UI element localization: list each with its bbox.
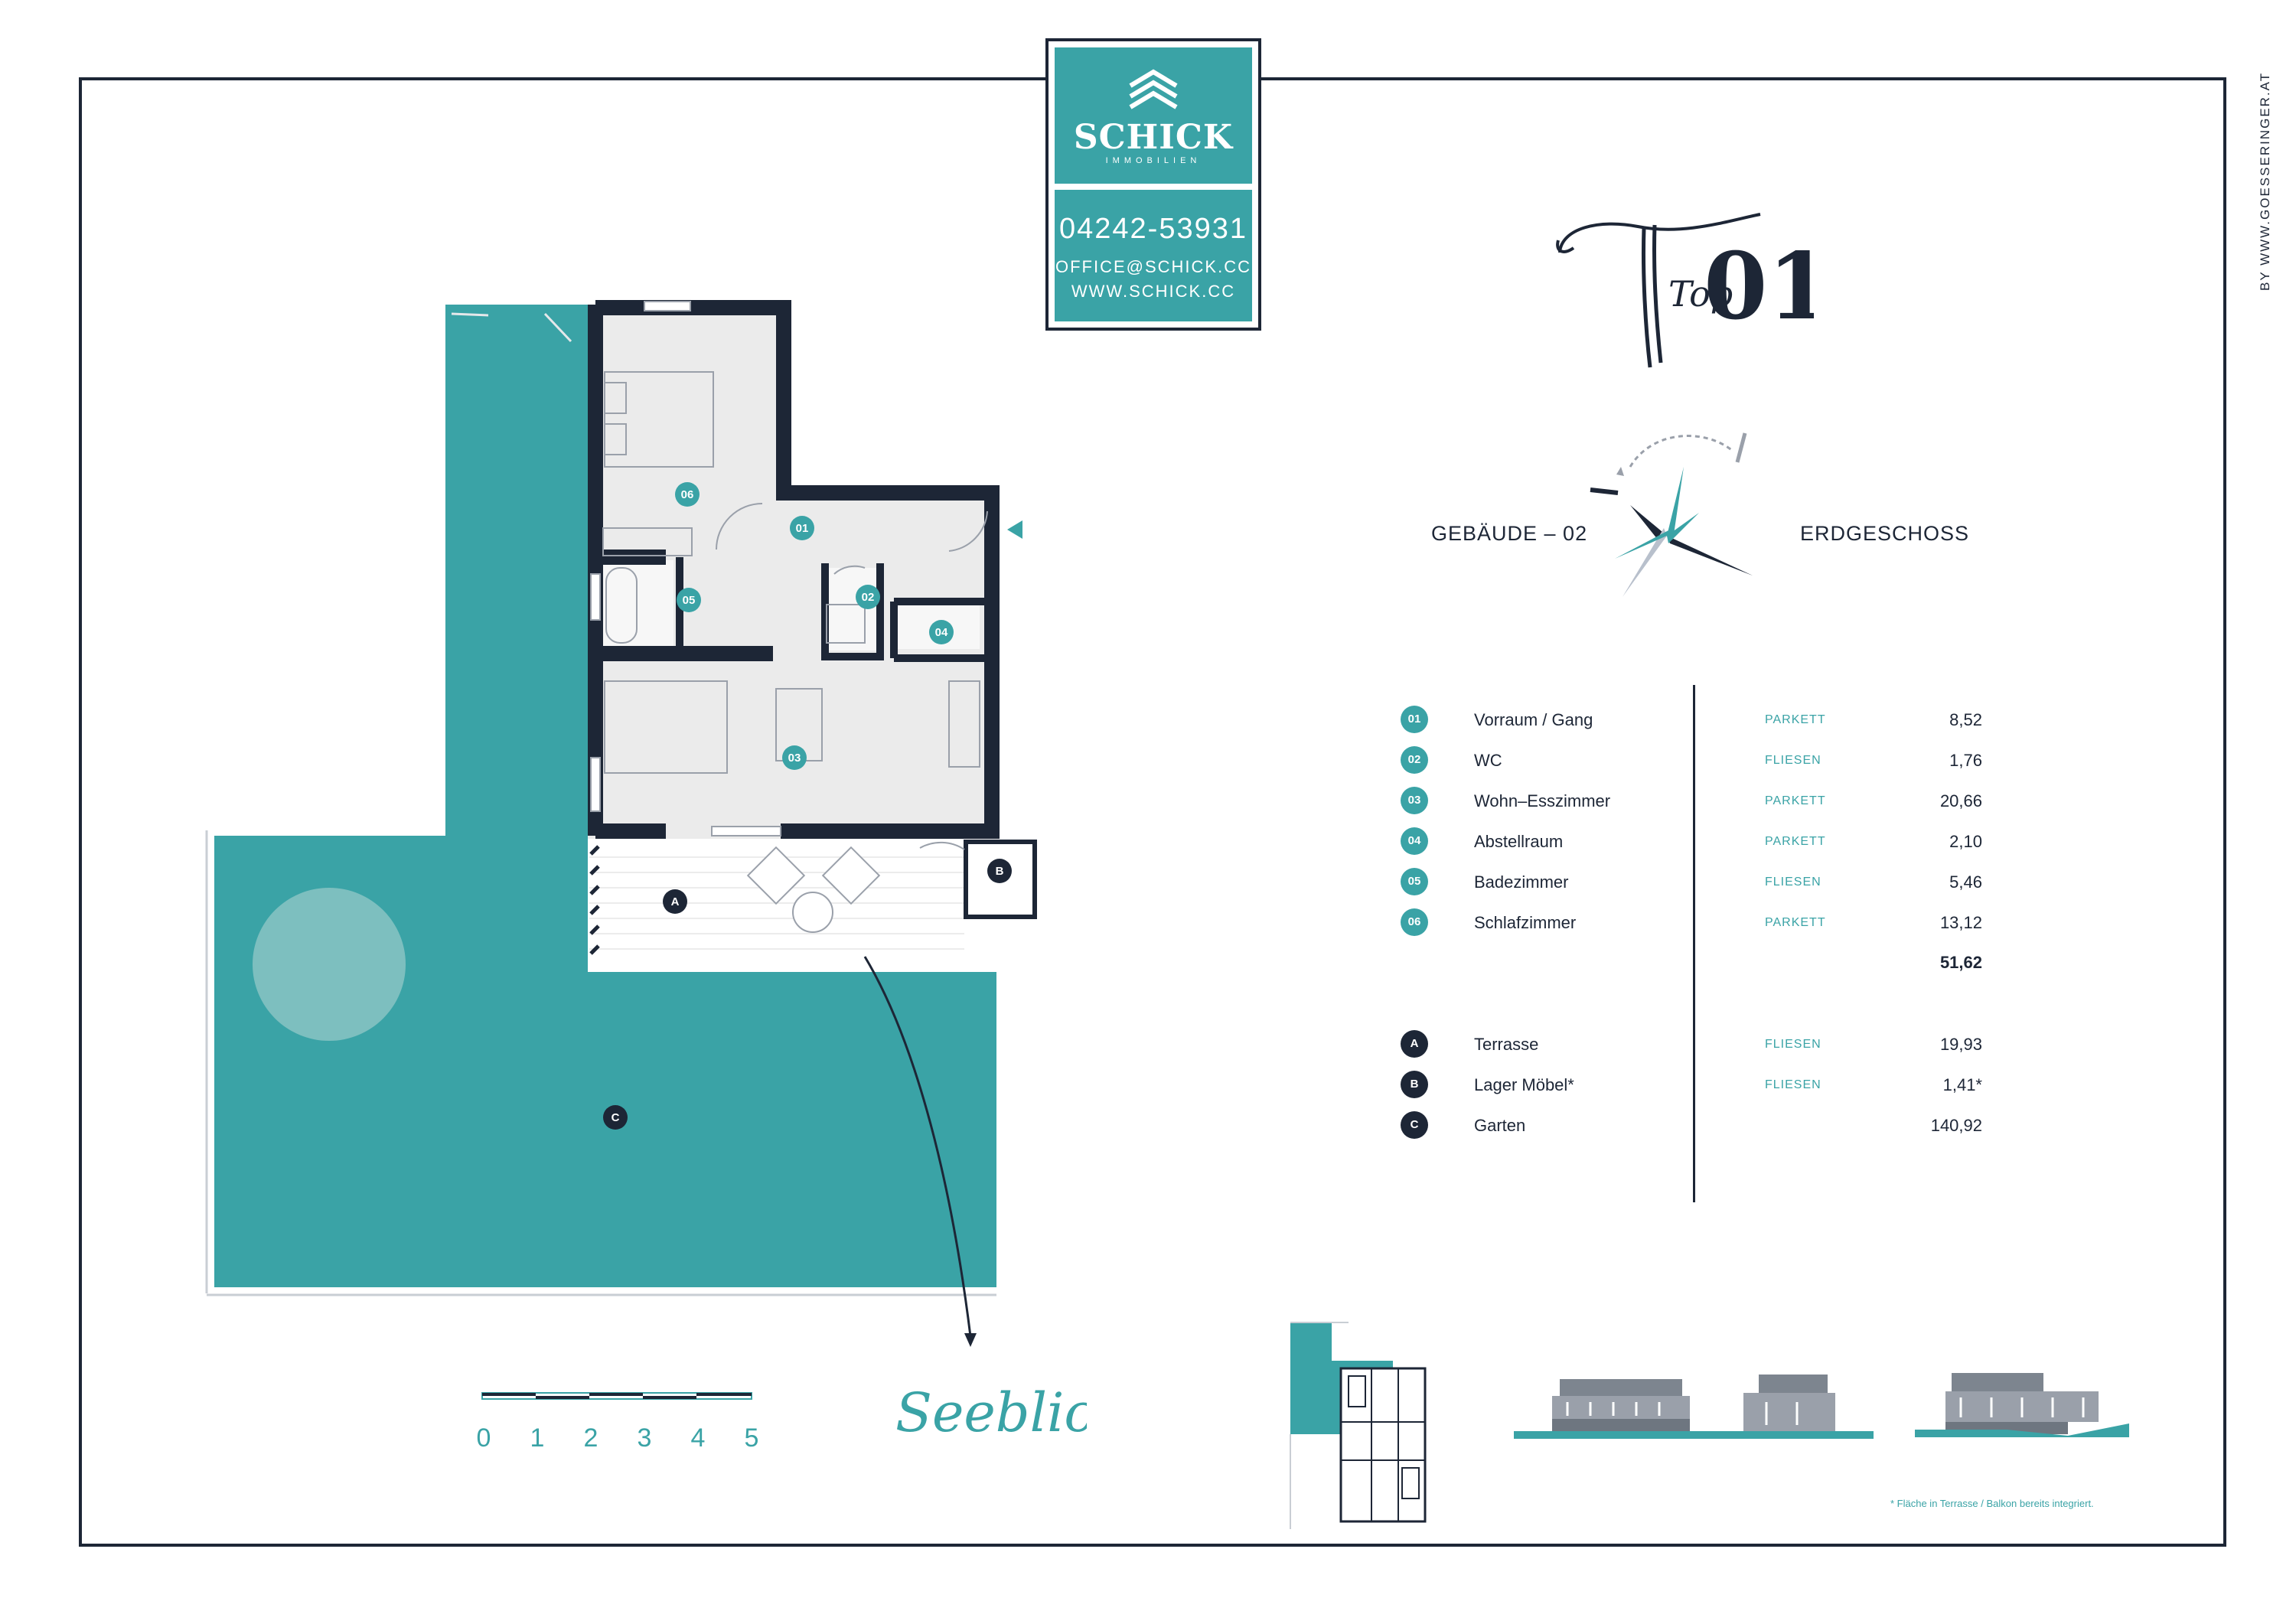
outdoor-badge: B xyxy=(1401,1071,1428,1098)
room-row: 04 Abstellraum PARKETT 2,10 xyxy=(1401,827,1982,858)
outdoor-material: FLIESEN xyxy=(1765,1078,1821,1091)
room-area: 5,46 xyxy=(1949,872,1982,892)
room-badge: 03 xyxy=(1401,787,1428,814)
table-divider xyxy=(1693,685,1695,1202)
room-name: Wohn–Esszimmer xyxy=(1474,791,1611,810)
outdoor-name: Terrasse xyxy=(1474,1035,1539,1054)
total-area: 51,62 xyxy=(1939,953,1982,972)
building-elevation-left xyxy=(1514,1375,1874,1439)
room-label: 03 xyxy=(788,752,801,765)
room-badge: 02 xyxy=(1401,746,1428,774)
scale-label: 4 xyxy=(691,1423,706,1453)
room-area: 13,12 xyxy=(1939,913,1982,932)
room-material: PARKETT xyxy=(1765,713,1826,726)
room-area: 8,52 xyxy=(1949,710,1982,729)
room-area: 20,66 xyxy=(1939,791,1982,810)
room-material: PARKETT xyxy=(1765,916,1826,929)
floor-label: ERDGESCHOSS xyxy=(1800,522,1970,545)
outdoor-badge: A xyxy=(1401,1030,1428,1058)
unit-title: Top 01 xyxy=(1556,213,1814,368)
view-arrow-icon xyxy=(863,956,972,1337)
room-label: 04 xyxy=(935,626,948,639)
view-label-text: Seeblick xyxy=(895,1381,1087,1444)
room-name: WC xyxy=(1474,751,1502,770)
unit-title-prefix: Top xyxy=(1668,273,1733,315)
scale-label: 2 xyxy=(584,1423,598,1453)
room-badge: 06 xyxy=(1401,908,1428,936)
room-name: Vorraum / Gang xyxy=(1474,710,1593,729)
outdoor-badge: C xyxy=(1401,1111,1428,1139)
room-material: FLIESEN xyxy=(1765,876,1821,889)
contact-block: 04242-53931 OFFICE@SCHICK.CC WWW.SCHICK.… xyxy=(1055,190,1252,321)
floor-plan: 01 02 03 04 05 06 A B C xyxy=(205,300,1037,1347)
room-label: 06 xyxy=(681,488,694,501)
building-elevation-right xyxy=(1915,1373,2129,1437)
room-badge: 01 xyxy=(1401,706,1428,733)
room-badge: 04 xyxy=(1401,827,1428,855)
outdoor-area: 140,92 xyxy=(1930,1116,1982,1135)
area-label: C xyxy=(612,1111,620,1124)
room-area: 1,76 xyxy=(1949,751,1982,770)
tree-marker xyxy=(253,888,406,1041)
room-row: 02 WC FLIESEN 1,76 xyxy=(1401,746,1982,777)
phone-number[interactable]: 04242-53931 xyxy=(1059,213,1247,245)
scale-label: 3 xyxy=(638,1423,652,1453)
room-badge: 05 xyxy=(1401,868,1428,895)
scale-bar: 0 1 2 3 4 5 xyxy=(477,1392,759,1453)
room-name: Abstellraum xyxy=(1474,832,1564,851)
scale-label: 5 xyxy=(745,1423,759,1453)
company-logo-box: SCHICK IMMOBILIEN 04242-53931 OFFICE@SCH… xyxy=(1045,38,1261,331)
outdoor-row: B Lager Möbel* FLIESEN 1,41* xyxy=(1401,1071,1982,1101)
room-label: 01 xyxy=(796,522,809,535)
room-area: 2,10 xyxy=(1949,832,1982,851)
room-row: 01 Vorraum / Gang PARKETT 8,52 xyxy=(1401,706,1982,736)
room-material: FLIESEN xyxy=(1765,754,1821,767)
website-link[interactable]: WWW.SCHICK.CC xyxy=(1071,282,1236,301)
view-label: Seeblick xyxy=(895,1381,1087,1444)
outdoor-row: A Terrasse FLIESEN 19,93 xyxy=(1401,1030,1982,1061)
scale-label: 0 xyxy=(477,1423,491,1453)
compass-icon xyxy=(1590,432,1753,597)
company-logo: SCHICK IMMOBILIEN xyxy=(1055,47,1252,184)
room-material: PARKETT xyxy=(1765,835,1826,848)
room-label: 05 xyxy=(683,594,696,607)
company-subtitle: IMMOBILIEN xyxy=(1105,156,1202,165)
scale-label: 1 xyxy=(530,1423,545,1453)
room-label: 02 xyxy=(862,591,875,604)
area-label: A xyxy=(671,895,680,908)
building-label: GEBÄUDE – 02 xyxy=(1431,522,1588,545)
outdoor-material: FLIESEN xyxy=(1765,1038,1821,1051)
room-row: 05 Badezimmer FLIESEN 5,46 xyxy=(1401,868,1982,898)
outdoor-name: Lager Möbel* xyxy=(1474,1075,1574,1094)
entrance-arrow-icon xyxy=(1007,520,1022,539)
email-address[interactable]: OFFICE@SCHICK.CC xyxy=(1055,257,1251,276)
room-material: PARKETT xyxy=(1765,794,1826,807)
outdoor-name: Garten xyxy=(1474,1116,1526,1135)
credit-text: BY WWW.GOESSERINGER.AT xyxy=(2258,71,2272,291)
unit-number: 01 xyxy=(1704,233,1814,341)
room-name: Schlafzimmer xyxy=(1474,913,1577,932)
garden-area xyxy=(214,305,996,1287)
footnote: * Fläche in Terrasse / Balkon bereits in… xyxy=(1890,1498,2094,1509)
room-row: 03 Wohn–Esszimmer PARKETT 20,66 xyxy=(1401,787,1982,817)
outdoor-row: C Garten 140,92 xyxy=(1401,1111,1982,1142)
room-row: 06 Schlafzimmer PARKETT 13,12 xyxy=(1401,908,1982,939)
room-name: Badezimmer xyxy=(1474,872,1569,892)
house-logo-icon xyxy=(1129,69,1178,109)
site-key-plan xyxy=(1290,1322,1427,1529)
company-name: SCHICK xyxy=(1073,118,1234,157)
outdoor-area: 1,41* xyxy=(1942,1075,1982,1094)
area-label: B xyxy=(996,865,1004,878)
outdoor-area: 19,93 xyxy=(1939,1035,1982,1054)
